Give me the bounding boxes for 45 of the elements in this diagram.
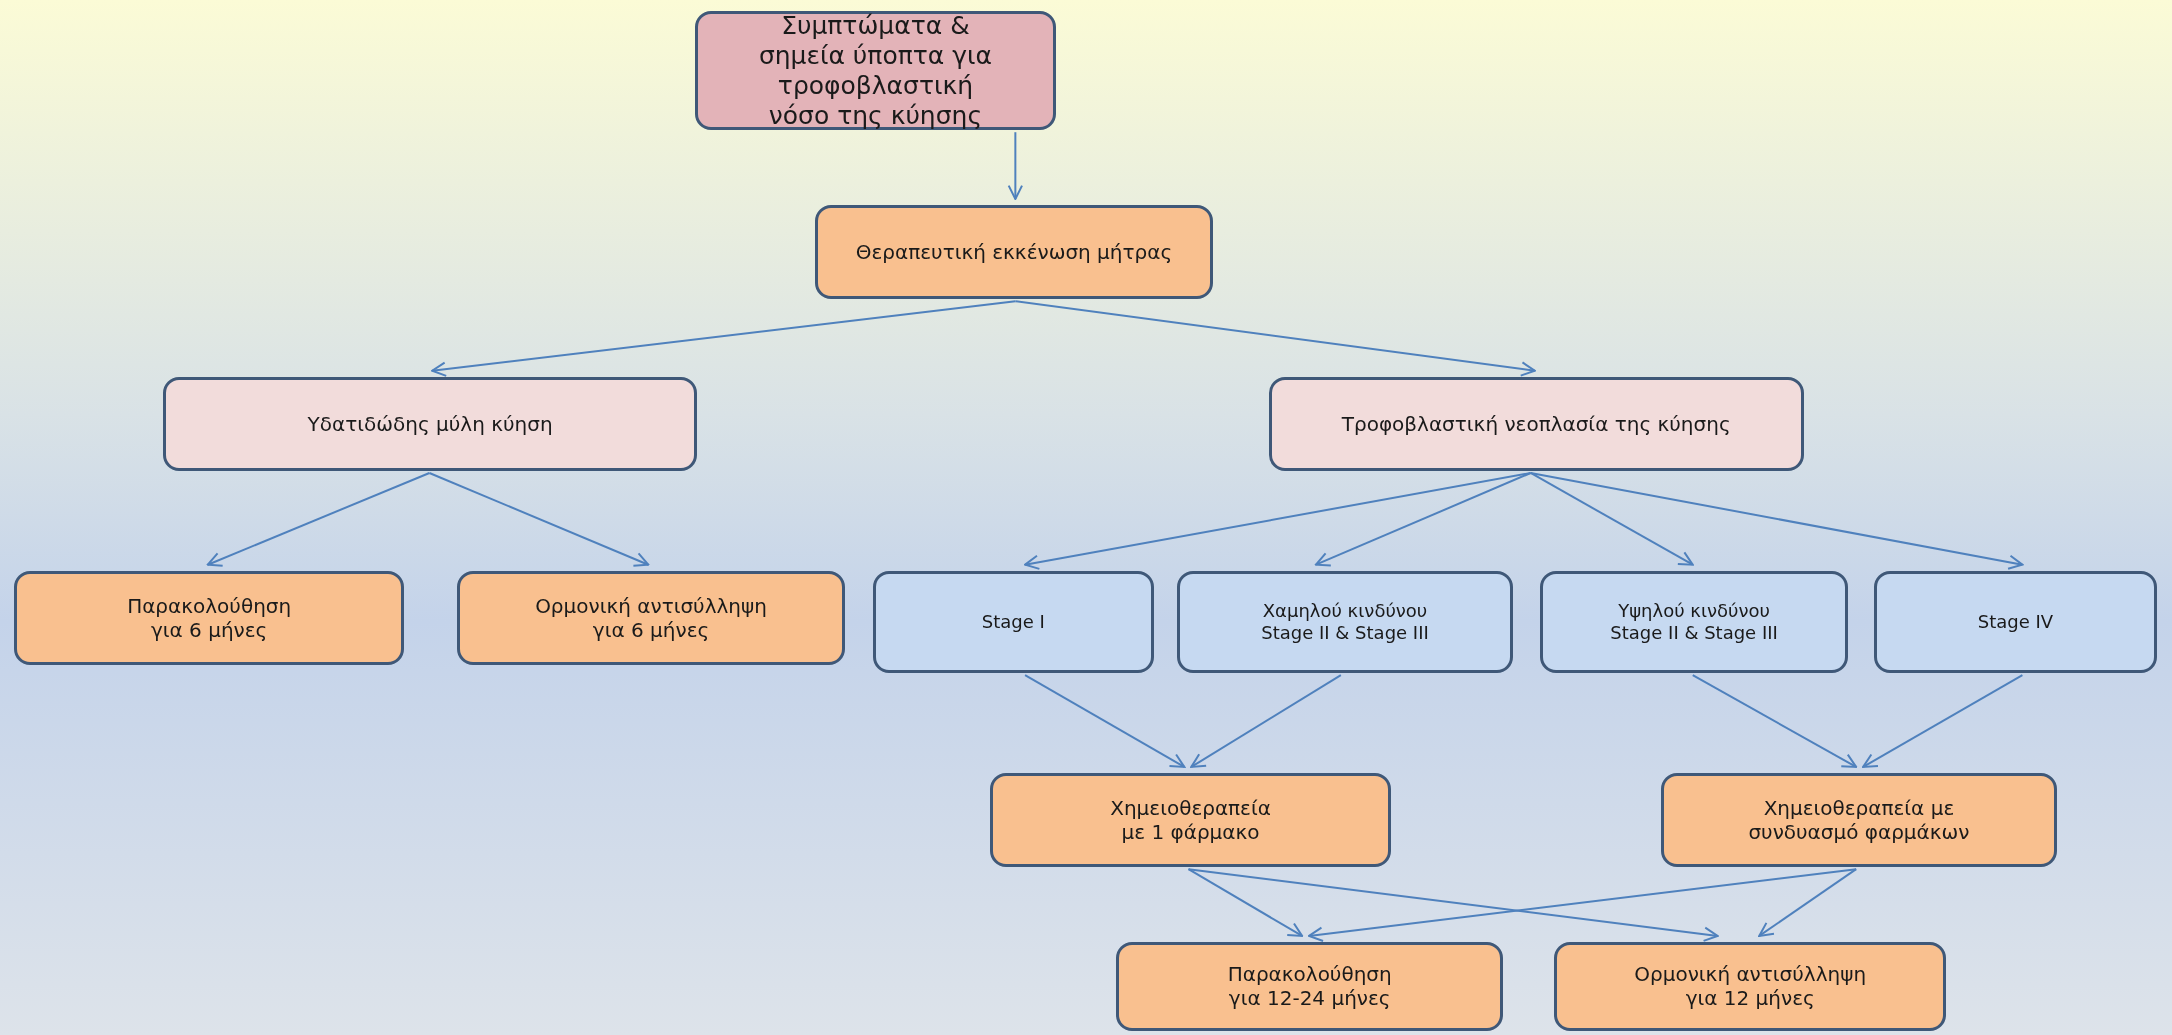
stage-box	[1874, 570, 2157, 674]
box-text: Υψηλού κινδύνου Stage II & Stage III	[1609, 600, 1779, 644]
box-text: Τροφοβλαστική νεοπλασία της κύησης	[1341, 411, 1731, 436]
stage-box	[1177, 570, 1513, 674]
arrow	[1024, 674, 1186, 768]
arrow	[1314, 471, 1532, 567]
arrow	[206, 471, 431, 567]
box-text: Χημειοθεραπεία με 1 φάρμακο	[1109, 796, 1272, 845]
box-text: Ορμονική αντισύλληψη για 6 μήνες	[534, 593, 768, 642]
box-text: Παρακολούθηση για 12-24 μήνες	[1226, 962, 1393, 1011]
box-text: Stage IV	[1977, 611, 2054, 633]
arrow	[1529, 471, 1694, 566]
box-text: Ορμονική αντισύλληψη για 12 μήνες	[1633, 962, 1868, 1011]
box-text: Stage I	[981, 611, 1045, 633]
process-box	[1554, 941, 1947, 1031]
process-box	[13, 570, 405, 665]
stage-box	[872, 570, 1154, 674]
arrow	[428, 471, 650, 567]
stage-box	[1540, 570, 1848, 674]
arrow	[431, 300, 1017, 377]
box-text: Υδατιδώδης μύλη κύηση	[307, 411, 553, 436]
arrow	[1862, 674, 2024, 768]
arrow	[1529, 471, 2024, 570]
process-box	[695, 11, 1056, 131]
process-box	[457, 570, 845, 665]
box-text: Παρακολούθηση για 6 μήνες	[126, 593, 293, 642]
process-box	[990, 772, 1391, 868]
process-box	[1660, 772, 2057, 868]
box-text: Συμπτώματα & σημεία ύποπτα για τροφοβλαστική νόσο της κύησης	[757, 10, 993, 131]
box-text: Χαμηλού κινδύνου Stage II & Stage III	[1260, 600, 1430, 644]
arrow	[1014, 300, 1536, 377]
arrow	[1187, 868, 1719, 942]
arrow	[1024, 471, 1532, 570]
process-box	[1116, 941, 1503, 1031]
diagnosis-box	[1268, 376, 1804, 471]
arrow	[1691, 674, 1858, 768]
arrow	[1187, 868, 1304, 937]
arrow	[1308, 868, 1858, 942]
arrow	[1758, 868, 1858, 937]
diagnosis-box	[163, 376, 697, 471]
arrow	[1190, 674, 1342, 768]
arrow	[1007, 131, 1023, 200]
box-text: Χημειοθεραπεία με συνδυασμό φαρμάκων	[1747, 796, 1971, 845]
box-text: Θεραπευτική εκκένωση μήτρας	[855, 240, 1173, 265]
process-box	[814, 205, 1214, 300]
